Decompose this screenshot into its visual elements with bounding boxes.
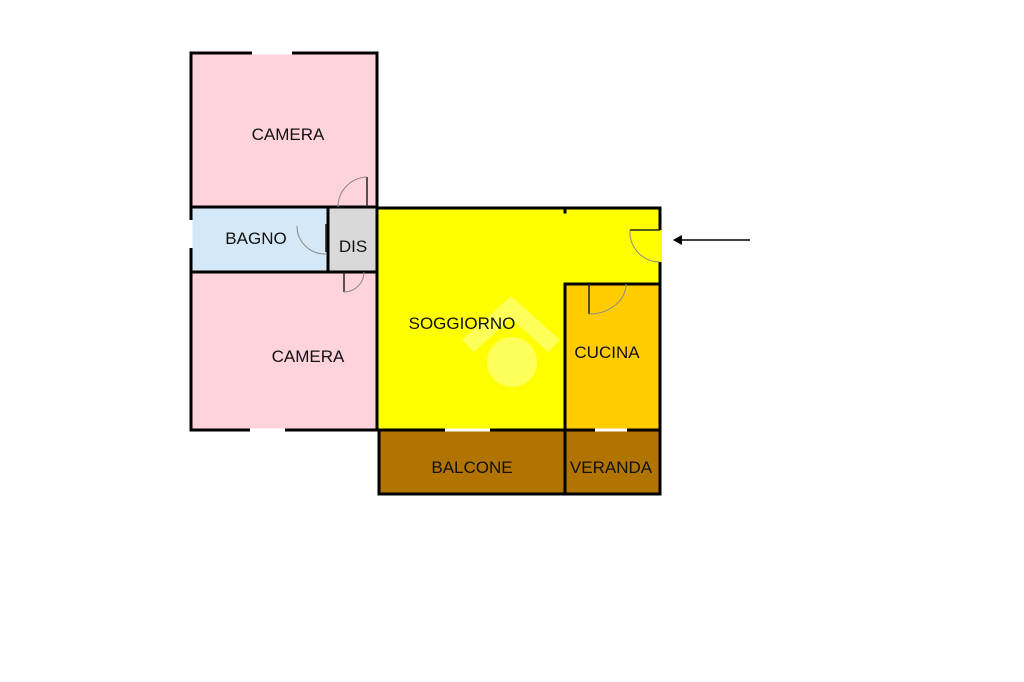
door-cucina (588, 283, 627, 315)
house-logo-watermark (462, 296, 560, 387)
label-balcone: BALCONE (431, 458, 512, 477)
label-camera-top: CAMERA (252, 125, 325, 144)
arrow-left-icon (673, 235, 750, 245)
door-bagno (296, 224, 327, 255)
label-cucina: CUCINA (574, 343, 640, 362)
room-cucina (566, 284, 660, 430)
label-dis: DIS (339, 237, 367, 256)
label-bagno: BAGNO (225, 229, 286, 248)
door-camera-bottom (343, 271, 365, 293)
room-soggiorno (378, 208, 660, 430)
label-soggiorno: SOGGIORNO (409, 314, 516, 333)
room-bagno (191, 207, 328, 272)
door-camera-top (337, 176, 368, 208)
label-camera-bottom: CAMERA (272, 347, 345, 366)
windows (189, 51, 627, 432)
door-entrance (629, 229, 662, 263)
room-balcone (379, 430, 565, 494)
label-veranda: VERANDA (570, 458, 653, 477)
room-dis (328, 207, 377, 272)
room-veranda (565, 430, 660, 494)
room-camera-bottom (191, 272, 378, 430)
room-camera-top (191, 53, 377, 207)
